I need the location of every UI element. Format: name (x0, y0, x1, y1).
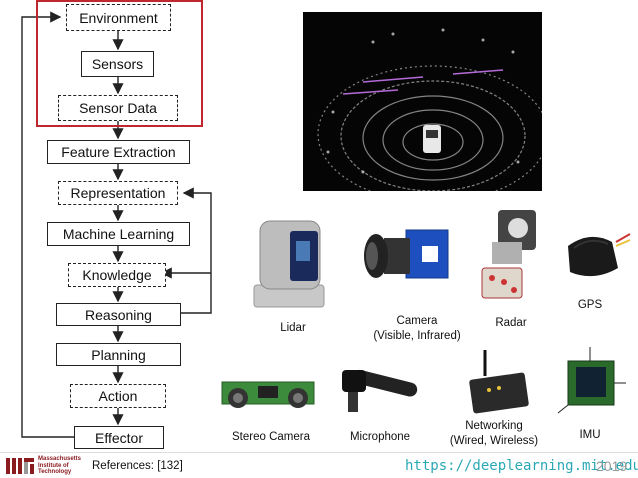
year-label: 2019 (596, 458, 628, 474)
imu-caption-text: IMU (579, 429, 601, 441)
knowledge-label: Knowledge (82, 267, 152, 283)
effector-label: Effector (95, 429, 143, 446)
machine-learning-box: Machine Learning (47, 222, 190, 246)
microphone-caption: Microphone (342, 430, 418, 445)
feature-extraction-box: Feature Extraction (47, 140, 190, 164)
mit-logo-icon (6, 457, 34, 474)
action-box: Action (70, 384, 166, 408)
camera-sensor-image (364, 229, 449, 279)
camera-caption-line1: Camera (396, 315, 438, 327)
sensing-highlight-box (36, 0, 203, 127)
imu-caption: IMU (572, 428, 608, 443)
representation-label: Representation (70, 185, 166, 201)
mit-name-line3: Technology (38, 469, 72, 475)
networking-caption-line1: Networking (465, 420, 523, 432)
planning-box: Planning (56, 343, 181, 366)
microphone-image (342, 369, 418, 412)
sensor-data-box: Sensor Data (58, 95, 178, 121)
planning-label: Planning (91, 346, 146, 363)
sensor-data-label: Sensor Data (79, 100, 157, 116)
gps-caption-text: GPS (577, 299, 603, 311)
mit-name: Massachusetts Institute of Technology (38, 456, 81, 476)
networking-caption: Networking (Wired, Wireless) (444, 419, 544, 449)
lidar-point-cloud-image (303, 12, 542, 191)
course-url-link[interactable]: https://deeplearning.mit.edu (405, 458, 638, 474)
footer-divider (0, 452, 638, 453)
radar-sensor-image (481, 210, 536, 299)
gps-caption: GPS (570, 298, 610, 313)
action-label: Action (98, 388, 138, 404)
knowledge-box: Knowledge (68, 263, 166, 287)
reasoning-label: Reasoning (85, 306, 152, 323)
microphone-caption-text: Microphone (349, 431, 411, 443)
camera-caption-line2: (Visible, Infrared) (373, 330, 461, 342)
camera-caption: Camera (Visible, Infrared) (362, 314, 472, 344)
representation-box: Representation (58, 181, 178, 205)
stereo-camera-caption-text: Stereo Camera (232, 431, 310, 443)
sensors-box: Sensors (81, 51, 154, 77)
lidar-sensor-image (253, 220, 325, 308)
networking-device-image (469, 350, 529, 414)
imu-sensor-image (557, 347, 626, 414)
references-text: References: [132] (92, 460, 183, 472)
effector-box: Effector (74, 426, 164, 449)
lidar-caption: Lidar (268, 321, 318, 336)
stereo-camera-caption: Stereo Camera (226, 430, 316, 445)
gps-sensor-image (568, 233, 631, 277)
feature-extraction-label: Feature Extraction (61, 144, 176, 160)
radar-caption: Radar (486, 316, 536, 331)
mit-name-line1: Massachusetts (38, 456, 82, 462)
lidar-caption-text: Lidar (280, 322, 306, 334)
radar-caption-text: Radar (495, 317, 527, 329)
mit-name-line2: Institute of (38, 462, 69, 469)
sensors-label: Sensors (91, 56, 144, 72)
networking-caption-line2: (Wired, Wireless) (449, 435, 539, 447)
reasoning-box: Reasoning (56, 303, 181, 326)
stereo-camera-image (221, 381, 315, 408)
mit-logo: Massachusetts Institute of Technology (6, 456, 81, 476)
machine-learning-label: Machine Learning (62, 226, 175, 242)
environment-label: Environment (79, 9, 158, 26)
environment-box: Environment (66, 4, 171, 31)
